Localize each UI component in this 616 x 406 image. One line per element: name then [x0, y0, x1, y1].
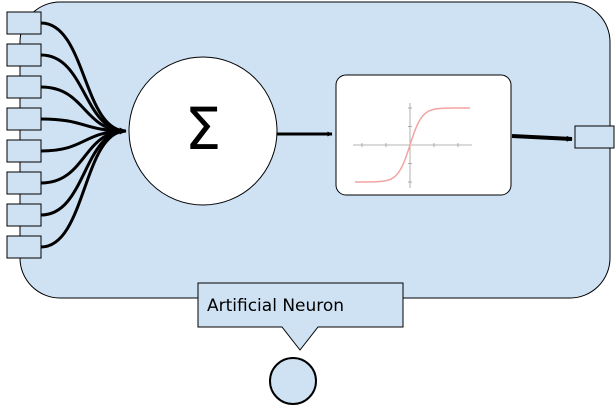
input-connections: [40, 21, 127, 249]
input-8: [6, 235, 42, 259]
input-5: [6, 139, 42, 163]
activation-to-output-arrow: [511, 134, 573, 142]
activation-box: [335, 74, 512, 196]
plot-x-ticks: [361, 143, 459, 147]
summation-node: [128, 56, 278, 206]
neuron-node-symbol: [269, 357, 317, 405]
neuron-body: [19, 1, 611, 299]
plot-y-ticks: [408, 107, 412, 183]
input-connection-8: [40, 129, 127, 249]
output-terminal: [574, 125, 615, 149]
input-terminals: [6, 11, 42, 259]
sigmoid-curve: [355, 107, 470, 183]
input-2: [6, 43, 42, 67]
sigmoid-plot: [353, 103, 472, 188]
label-callout: [197, 282, 404, 351]
input-4: [6, 107, 42, 131]
input-1: [6, 11, 42, 35]
input-7: [6, 203, 42, 227]
input-6: [6, 171, 42, 195]
input-3: [6, 75, 42, 99]
label-text: Artificial Neuron: [207, 296, 344, 316]
sum-symbol: Σ: [185, 95, 222, 163]
